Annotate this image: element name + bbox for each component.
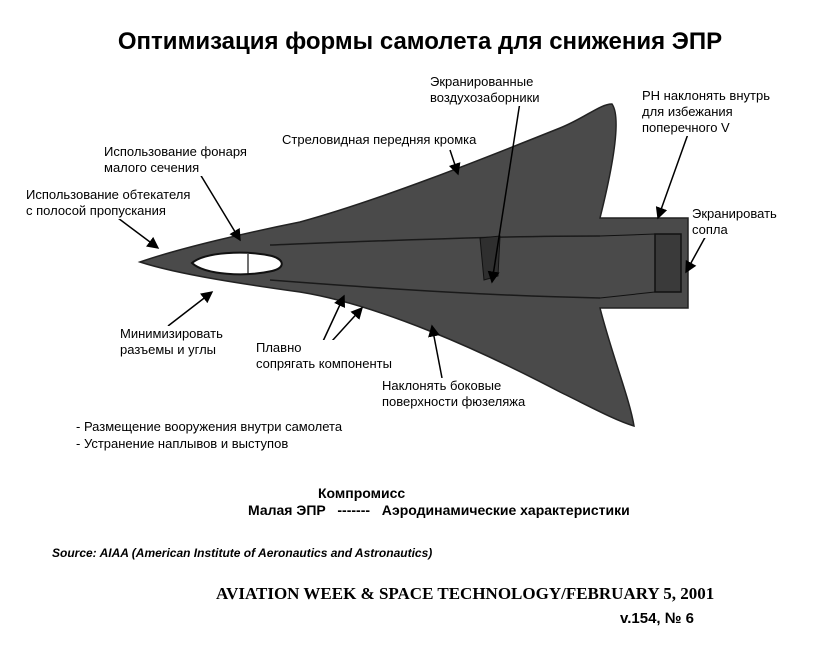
fuselage-lower-line xyxy=(269,279,601,299)
design-notes: - Размещение вооружения внутри самолета … xyxy=(76,418,342,452)
note-item: - Устранение наплывов и выступов xyxy=(76,436,289,451)
label-radome: Использование обтекателя с полосой пропу… xyxy=(24,187,193,219)
compromise-dashes: ------- xyxy=(337,502,371,518)
arrow-joints xyxy=(167,291,214,327)
nozzle-panel xyxy=(654,233,682,293)
intake xyxy=(479,235,501,281)
note-item: - Размещение вооружения внутри самолета xyxy=(76,419,343,434)
arrow-tilt xyxy=(428,324,443,379)
fuselage-centerline xyxy=(269,235,601,246)
source-note: Source: AIAA (American Institute of Aero… xyxy=(52,546,433,560)
arrow-swept-edge xyxy=(448,149,461,176)
arrow-rudder xyxy=(655,133,689,220)
label-swept-edge: Стреловидная передняя кромка xyxy=(280,132,479,148)
compromise-title: Компромисс xyxy=(318,485,406,501)
arrow-nozzle xyxy=(685,231,709,274)
compromise-row: Малая ЭПР ------- Аэродинамические харак… xyxy=(248,502,630,518)
aircraft-body xyxy=(137,103,689,428)
journal-volume: v.154, № 6 xyxy=(620,610,694,627)
page-title: Оптимизация формы самолета для снижения … xyxy=(117,28,723,55)
label-canopy: Использование фонаря малого сечения xyxy=(102,144,249,176)
label-tilt-sides: Наклонять боковые поверхности фюзеляжа xyxy=(380,378,528,410)
label-shielded-intakes: Экранированные воздухозаборники xyxy=(428,74,542,106)
label-smooth-blend: Плавно сопрягать компоненты xyxy=(254,340,394,372)
compromise-left: Малая ЭПР xyxy=(248,502,326,518)
arrow-radome xyxy=(117,217,160,249)
label-rudder-inward: РН наклонять внутрь для избежания попере… xyxy=(640,88,772,136)
compromise-right: Аэродинамические характеристики xyxy=(381,502,630,518)
arrow-canopy xyxy=(199,173,241,242)
label-minimize-joints: Минимизировать разъемы и углы xyxy=(118,326,225,358)
journal-citation: AVIATION WEEK & SPACE TECHNOLOGY/FEBRUAR… xyxy=(216,584,715,603)
canopy-shape xyxy=(190,251,283,276)
arrow-intake xyxy=(487,101,521,284)
label-shield-nozzle: Экранировать сопла xyxy=(690,206,779,238)
